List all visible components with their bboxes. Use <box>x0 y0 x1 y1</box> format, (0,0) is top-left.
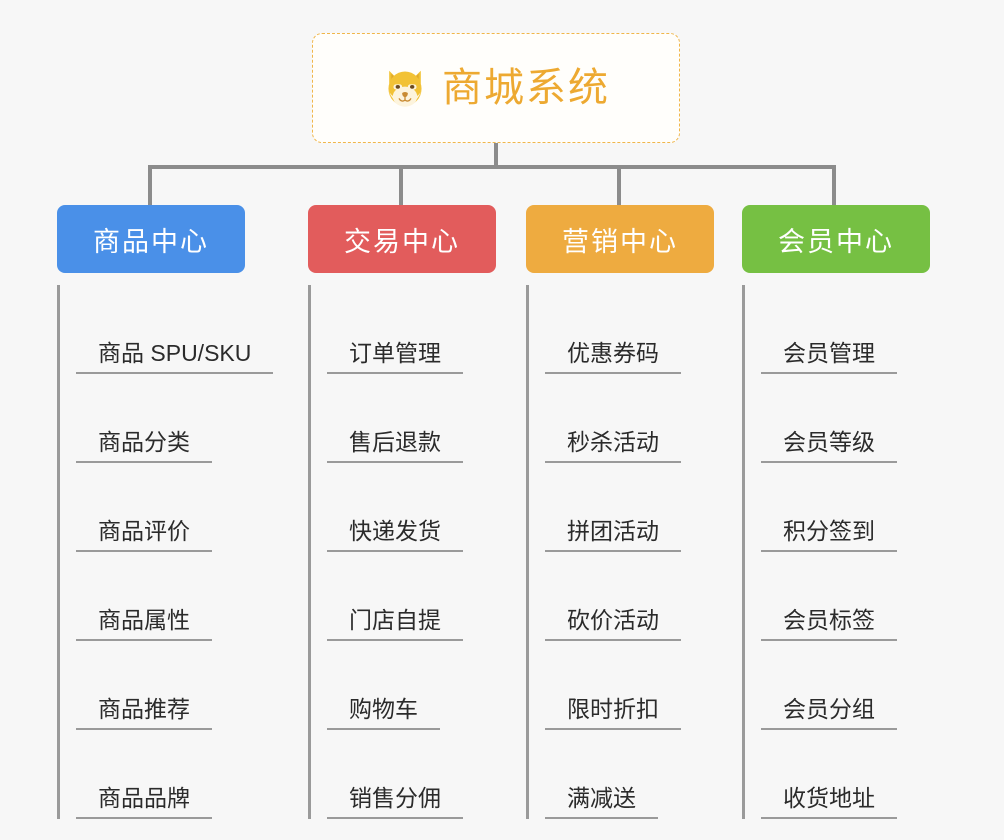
leaf-label: 秒杀活动 <box>545 429 681 463</box>
category-node-trade-center[interactable]: 交易中心 <box>308 205 496 273</box>
root-node[interactable]: 商城系统 <box>312 33 680 143</box>
leaf-label: 售后退款 <box>327 429 463 463</box>
leaf-label: 商品评价 <box>76 518 212 552</box>
leaf-label: 收货地址 <box>761 785 897 819</box>
leaf-list-3: 优惠券码 秒杀活动 拼团活动 砍价活动 限时折扣 满减送 <box>526 285 742 819</box>
leaf-label: 会员分组 <box>761 696 897 730</box>
category-node-marketing-center[interactable]: 营销中心 <box>526 205 714 273</box>
leaf-label: 积分签到 <box>761 518 897 552</box>
list-item[interactable]: 秒杀活动 <box>545 374 742 463</box>
category-label: 商品中心 <box>93 226 209 257</box>
list-item[interactable]: 会员分组 <box>761 641 962 730</box>
list-item[interactable]: 限时折扣 <box>545 641 742 730</box>
list-item[interactable]: 积分签到 <box>761 463 962 552</box>
leaf-label: 拼团活动 <box>545 518 681 552</box>
leaf-list-4: 会员管理 会员等级 积分签到 会员标签 会员分组 收货地址 <box>742 285 962 819</box>
list-item[interactable]: 会员等级 <box>761 374 962 463</box>
list-item[interactable]: 商品 SPU/SKU <box>76 285 307 374</box>
leaf-label: 商品品牌 <box>76 785 212 819</box>
category-column-1: 商品中心 商品 SPU/SKU 商品分类 商品评价 商品属性 商品推荐 商品品牌 <box>57 205 307 819</box>
leaf-label: 会员标签 <box>761 607 897 641</box>
leaf-label: 优惠券码 <box>545 340 681 374</box>
list-item[interactable]: 拼团活动 <box>545 463 742 552</box>
leaf-label: 商品属性 <box>76 607 212 641</box>
category-column-3: 营销中心 优惠券码 秒杀活动 拼团活动 砍价活动 限时折扣 满减送 <box>526 205 742 819</box>
list-item[interactable]: 会员管理 <box>761 285 962 374</box>
shiba-dog-face-icon <box>388 70 422 107</box>
leaf-label: 购物车 <box>327 696 440 730</box>
list-item[interactable]: 订单管理 <box>327 285 526 374</box>
list-item[interactable]: 销售分佣 <box>327 730 526 819</box>
category-node-product-center[interactable]: 商品中心 <box>57 205 245 273</box>
category-node-member-center[interactable]: 会员中心 <box>742 205 930 273</box>
leaf-label: 商品 SPU/SKU <box>76 340 274 374</box>
list-item[interactable]: 购物车 <box>327 641 526 730</box>
leaf-label: 快递发货 <box>327 518 463 552</box>
root-title: 商城系统 <box>442 66 610 110</box>
category-label: 营销中心 <box>562 226 678 257</box>
connector-horizontal-bus <box>148 165 836 169</box>
list-item[interactable]: 商品属性 <box>76 552 307 641</box>
leaf-label: 销售分佣 <box>327 785 463 819</box>
leaf-label: 限时折扣 <box>545 696 681 730</box>
connector-drop-3 <box>617 165 621 205</box>
leaf-label: 门店自提 <box>327 607 463 641</box>
connector-drop-1 <box>148 165 152 205</box>
leaf-label: 会员管理 <box>761 340 897 374</box>
leaf-list-2: 订单管理 售后退款 快递发货 门店自提 购物车 销售分佣 <box>308 285 526 819</box>
leaf-label: 订单管理 <box>327 340 463 374</box>
list-item[interactable]: 商品评价 <box>76 463 307 552</box>
leaf-label: 商品推荐 <box>76 696 212 730</box>
list-item[interactable]: 会员标签 <box>761 552 962 641</box>
leaf-label: 砍价活动 <box>545 607 681 641</box>
list-item[interactable]: 商品品牌 <box>76 730 307 819</box>
list-item[interactable]: 收货地址 <box>761 730 962 819</box>
list-item[interactable]: 砍价活动 <box>545 552 742 641</box>
connector-drop-2 <box>399 165 403 205</box>
category-column-2: 交易中心 订单管理 售后退款 快递发货 门店自提 购物车 销售分佣 <box>308 205 526 819</box>
connector-root-stem <box>494 143 498 169</box>
leaf-label: 会员等级 <box>761 429 897 463</box>
leaf-label: 满减送 <box>545 785 658 819</box>
list-item[interactable]: 快递发货 <box>327 463 526 552</box>
category-label: 交易中心 <box>344 226 460 257</box>
leaf-label: 商品分类 <box>76 429 212 463</box>
category-column-4: 会员中心 会员管理 会员等级 积分签到 会员标签 会员分组 收货地址 <box>742 205 962 819</box>
list-item[interactable]: 商品分类 <box>76 374 307 463</box>
list-item[interactable]: 售后退款 <box>327 374 526 463</box>
list-item[interactable]: 商品推荐 <box>76 641 307 730</box>
category-label: 会员中心 <box>778 226 894 257</box>
connector-drop-4 <box>832 165 836 205</box>
list-item[interactable]: 优惠券码 <box>545 285 742 374</box>
list-item[interactable]: 满减送 <box>545 730 742 819</box>
list-item[interactable]: 门店自提 <box>327 552 526 641</box>
leaf-list-1: 商品 SPU/SKU 商品分类 商品评价 商品属性 商品推荐 商品品牌 <box>57 285 307 819</box>
